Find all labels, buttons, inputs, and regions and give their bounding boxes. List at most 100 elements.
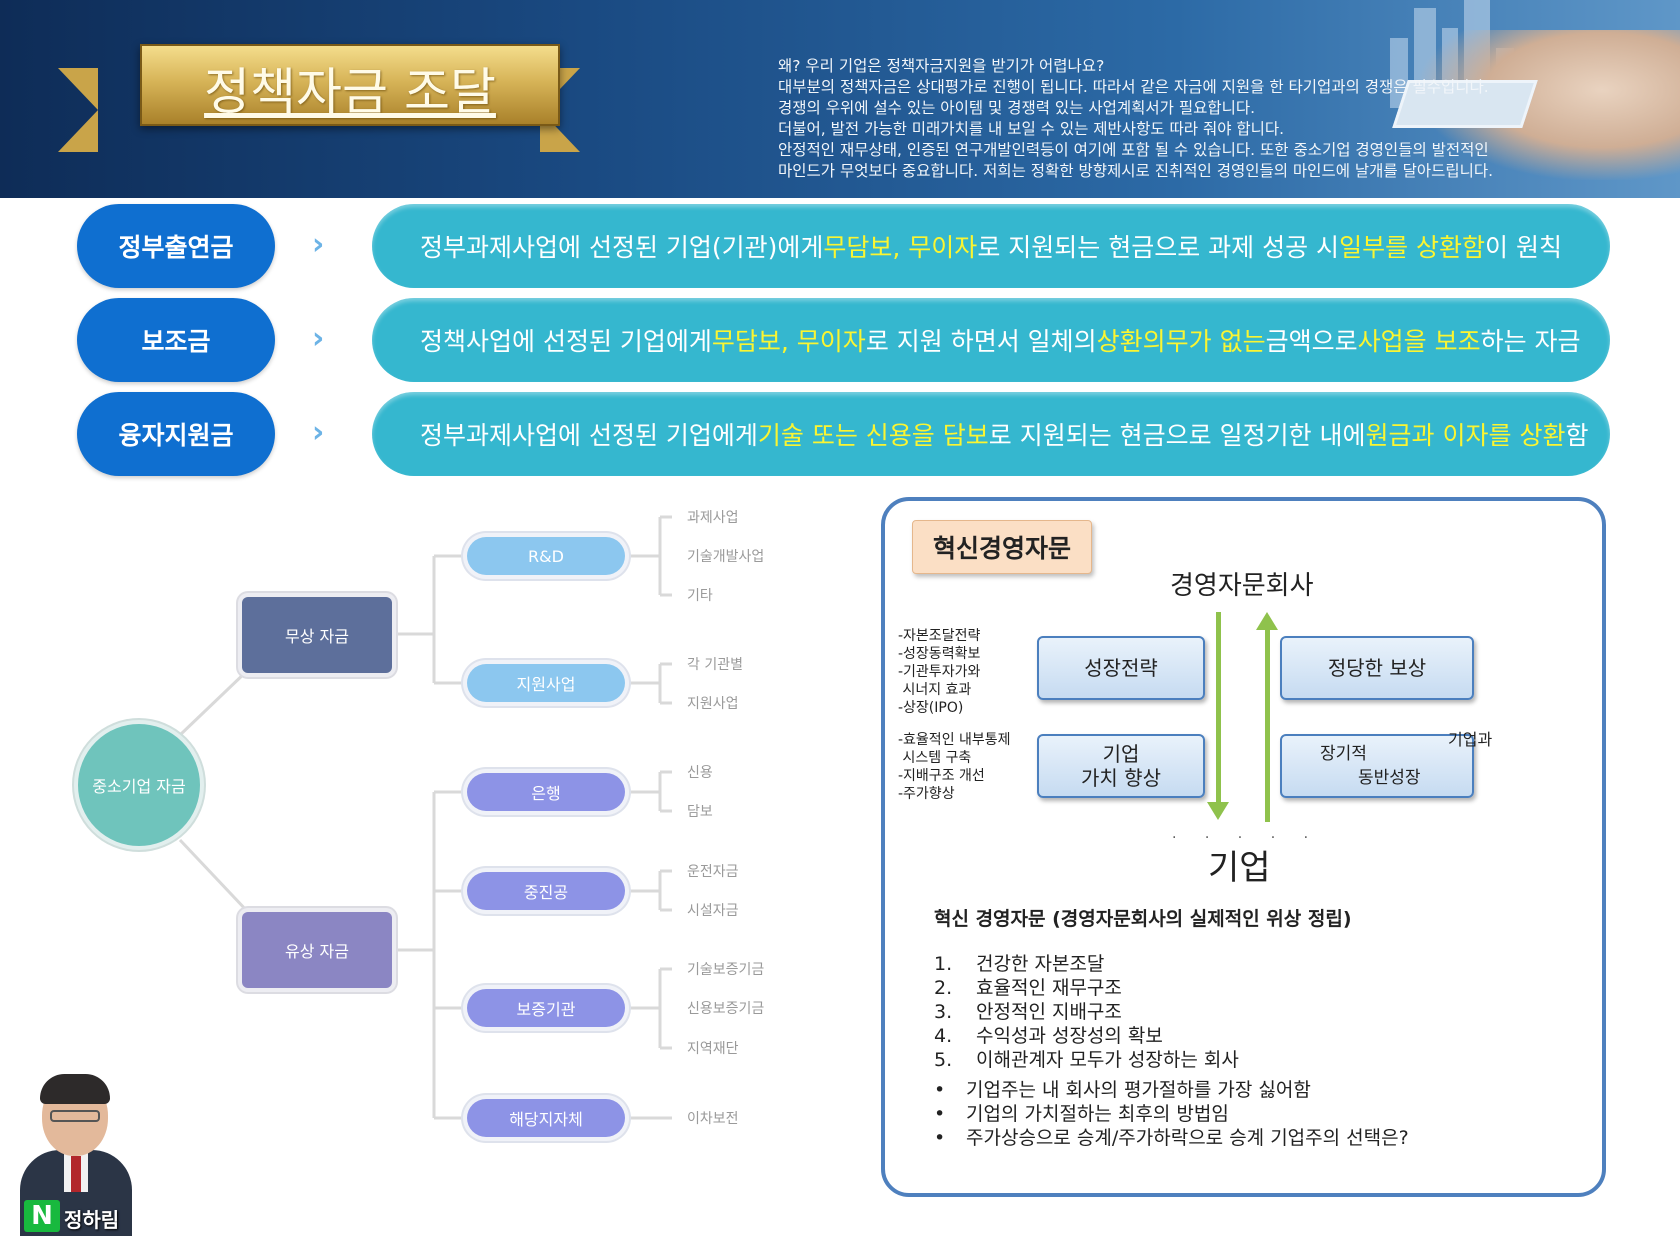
- highlight-text: 원금과 이자를 상환: [1365, 421, 1566, 450]
- tree-node-paid-fund: 유상 자금: [242, 912, 392, 988]
- chevron-right-icon: ›: [312, 321, 325, 356]
- bullet-line: -자본조달전략: [898, 628, 981, 644]
- strategy-bullets: -자본조달전략 -성장동력확보 -기관투자가와 시너지 효과 -상장(IPO): [898, 627, 980, 717]
- consulting-subtitle: 혁신 경영자문 (경영자문회사의 실제적인 위상 정립): [934, 908, 1352, 930]
- tree-item-local-gov: 해당지자체: [467, 1099, 625, 1137]
- intro-line: 왜? 우리 기업은 정책자금지원을 받기가 어렵나요?: [778, 57, 1105, 75]
- highlight-text: 무담보, 무이자: [711, 327, 866, 356]
- partner-box-line: 장기적: [1320, 744, 1367, 764]
- category-label: 정부출연금: [77, 204, 275, 288]
- category-label: 융자지원금: [77, 392, 275, 476]
- list-item: •기업의 가치절하는 최후의 방법임: [934, 1103, 1229, 1125]
- description-text: 하는 자금: [1480, 327, 1581, 356]
- partner-prefix-label: 기업과: [1448, 730, 1493, 749]
- profile-name: 정하림: [64, 1208, 120, 1232]
- description-text: 함: [1565, 421, 1589, 450]
- arrow-up-icon: [1256, 612, 1278, 630]
- description-text: 금액으로: [1265, 327, 1358, 356]
- fair-reward-box: 정당한 보상: [1280, 636, 1474, 700]
- tree-item-bank: 은행: [467, 773, 625, 811]
- list-item: •주가상승으로 승계/주가하락으로 승계 기업주의 선택은?: [934, 1127, 1409, 1149]
- intro-line: 대부분의 정책자금은 상대평가로 진행이 됩니다. 따라서 같은 자금에 지원을…: [778, 78, 1489, 96]
- growth-strategy-label: 성장전략: [1084, 656, 1158, 680]
- connector-root-paid: [178, 838, 250, 914]
- consulting-panel: [881, 497, 1606, 1197]
- value-improvement-box: 기업 가치 향상: [1037, 734, 1205, 798]
- description-text: 로 지원되는 현금으로 과제 성공 시: [977, 233, 1340, 262]
- tree-leaf: 기타: [687, 588, 713, 604]
- naver-logo-icon: N: [24, 1200, 60, 1232]
- value-box-line: 기업: [1102, 742, 1140, 766]
- partnership-box: 장기적 동반성장: [1280, 734, 1474, 798]
- tree-leaf: 기술개발사업: [687, 549, 765, 565]
- bullet-line: -기관투자가와: [898, 664, 981, 680]
- list-item: 2.효율적인 재무구조: [934, 977, 1122, 999]
- list-item: 3.안정적인 지배구조: [934, 1001, 1122, 1023]
- tree-leaf: 신용: [687, 765, 713, 781]
- description-text: 정부과제사업에 선정된 기업에게: [420, 421, 758, 450]
- list-item: 4.수익성과 성장성의 확보: [934, 1025, 1163, 1047]
- tree-leaf: 운전자금: [687, 864, 739, 880]
- consulting-company-label: 경영자문회사: [1170, 571, 1314, 601]
- tree-node-free-fund: 무상 자금: [242, 597, 392, 673]
- fair-reward-label: 정당한 보상: [1327, 656, 1427, 680]
- connector-root-free: [178, 668, 250, 737]
- highlight-text: 기술 또는 신용을 담보: [757, 421, 989, 450]
- bullet-line: -효율적인 내부통제: [898, 732, 1011, 748]
- tree-leaf: 각 기관별: [687, 657, 743, 673]
- dotted-separator: · · · · ·: [1172, 830, 1321, 846]
- value-bullets: -효율적인 내부통제 시스템 구축 -지배구조 개선 -주가향상: [898, 731, 1011, 803]
- tree-leaf: 기술보증기금: [687, 962, 765, 978]
- title-ribbon: 정책자금 조달: [140, 44, 560, 126]
- tree-leaf: 이차보전: [687, 1111, 739, 1127]
- chevron-right-icon: ›: [312, 415, 325, 450]
- bullet-line: 시스템 구축: [898, 750, 972, 766]
- highlight-text: 사업을 보조: [1357, 327, 1481, 356]
- chevron-right-icon: ›: [312, 227, 325, 262]
- profile-photo: [20, 1070, 132, 1236]
- tree-leaf: 과제사업: [687, 510, 739, 526]
- description-text: 로 지원되는 현금으로 일정기한 내에: [988, 421, 1366, 450]
- highlight-text: 상환의무가 없는: [1096, 327, 1266, 356]
- description-text: 이 원칙: [1485, 233, 1562, 262]
- bullet-line: -지배구조 개선: [898, 768, 985, 784]
- ribbon-tail-left: [58, 68, 98, 152]
- category-label: 보조금: [77, 298, 275, 382]
- tree-item-guarantee: 보증기관: [467, 989, 625, 1027]
- down-arrow-line: [1216, 612, 1221, 804]
- description-text: 정책사업에 선정된 기업에게: [420, 327, 712, 356]
- partner-box-line: 동반성장: [1358, 768, 1421, 788]
- tree-item-sbc: 중진공: [467, 872, 625, 910]
- arrow-down-icon: [1207, 802, 1229, 820]
- tree-item-rnd: R&D: [467, 537, 625, 575]
- enterprise-label: 기업: [1208, 848, 1271, 888]
- consulting-badge: 혁신경영자문: [912, 520, 1092, 574]
- tree-leaf: 지역재단: [687, 1041, 739, 1057]
- growth-strategy-box: 성장전략: [1037, 636, 1205, 700]
- intro-text: 왜? 우리 기업은 정책자금지원을 받기가 어렵나요? 대부분의 정책자금은 상…: [778, 56, 1678, 182]
- highlight-text: 무담보, 무이자: [823, 233, 978, 262]
- tree-leaf: 신용보증기금: [687, 1001, 765, 1017]
- tree-leaf: 지원사업: [687, 696, 739, 712]
- intro-line: 안정적인 재무상태, 인증된 연구개발인력등이 여기에 포함 될 수 있습니다.…: [778, 141, 1489, 159]
- bullet-list: •기업주는 내 회사의 평가절하를 가장 싫어함 •기업의 가치절하는 최후의 …: [934, 1078, 1409, 1150]
- value-box-line: 가치 향상: [1081, 766, 1161, 790]
- intro-line: 경쟁의 우위에 설수 있는 아이템 및 경쟁력 있는 사업계획서가 필요합니다.: [778, 99, 1256, 117]
- up-arrow-line: [1265, 630, 1270, 822]
- tree-root-sme-fund: 중소기업 자금: [74, 720, 204, 850]
- bullet-line: -주가향상: [898, 786, 955, 802]
- tree-leaf: 시설자금: [687, 903, 739, 919]
- tree-item-support: 지원사업: [467, 664, 625, 702]
- intro-line: 마인드가 무엇보다 중요합니다. 저희는 정확한 방향제시로 진취적인 경영인들…: [778, 162, 1494, 180]
- intro-line: 더불어, 발전 가능한 미래가치를 내 보일 수 있는 제반사항도 따라 줘야 …: [778, 120, 1285, 138]
- highlight-text: 일부를 상환함: [1339, 233, 1486, 262]
- tree-leaf: 담보: [687, 804, 713, 820]
- list-item: 5.이해관계자 모두가 성장하는 회사: [934, 1049, 1239, 1071]
